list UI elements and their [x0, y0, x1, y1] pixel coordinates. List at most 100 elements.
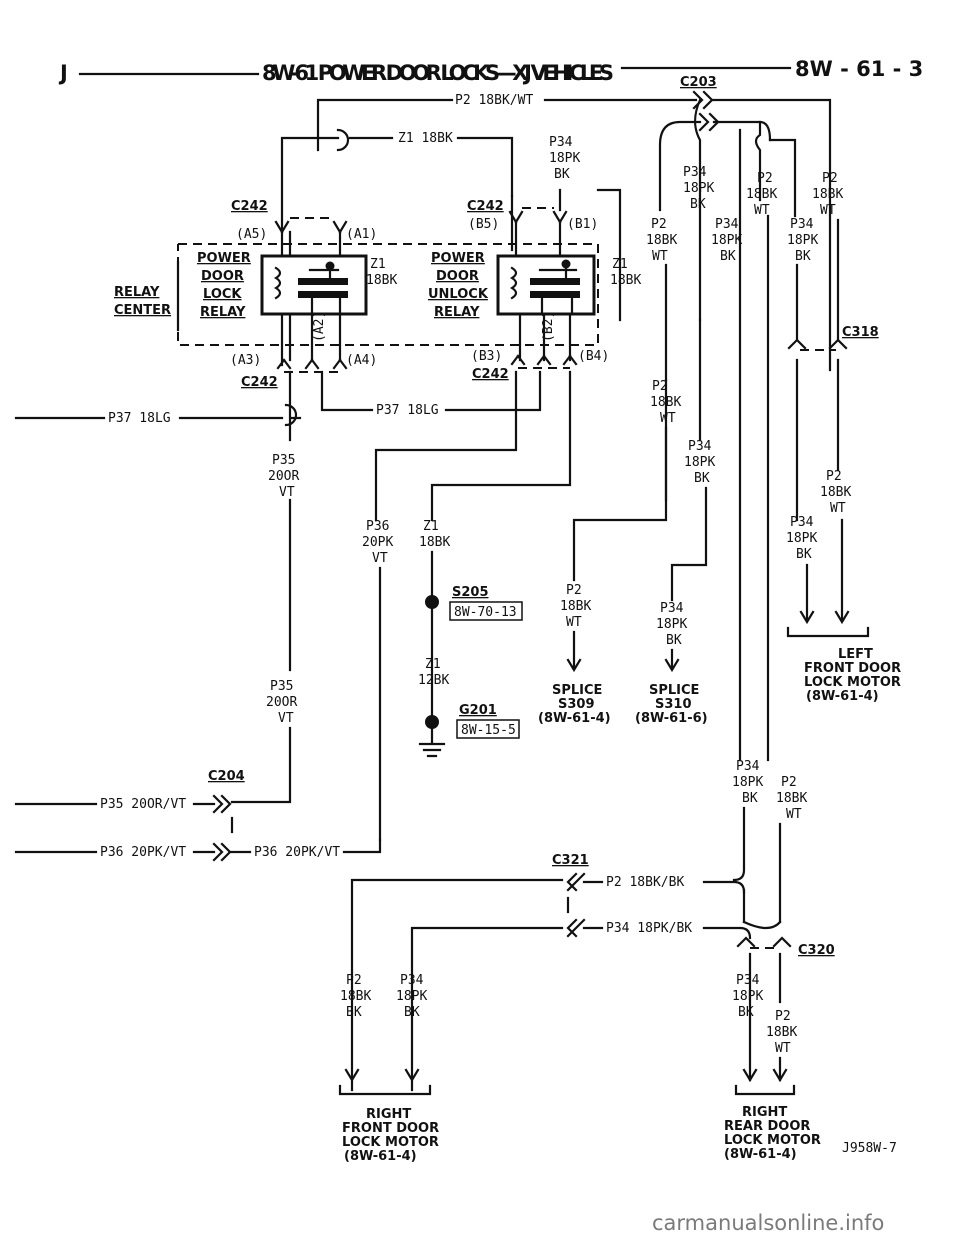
relay-center-label-2: CENTER	[114, 303, 171, 318]
right-vertical-wires	[664, 128, 840, 762]
right-rear-motor-4: (8W-61-4)	[724, 1147, 797, 1162]
wire-p34-g-1: P34	[736, 759, 760, 774]
wire-p34-f-2: 18PK	[656, 617, 687, 632]
wire-p2-right-1: P2	[826, 469, 842, 484]
wire-p35-a-3: VT	[279, 485, 295, 500]
wire-p34-bk: P34 18PK/BK	[606, 921, 692, 936]
wire-p34-i-1: P34	[736, 973, 760, 988]
wire-p34-right-3: BK	[796, 547, 812, 562]
wire-z1-top: Z1 18BK	[398, 131, 453, 146]
wire-p2-i-1: P2	[775, 1009, 791, 1024]
wire-p34-a-1: P34	[549, 135, 573, 150]
wire-p34-c-3: BK	[720, 249, 736, 264]
watermark: carmanualsonline.info	[652, 1211, 884, 1235]
wire-p2-e-1: P2	[652, 379, 668, 394]
wire-p34-c-2: 18PK	[711, 233, 742, 248]
wire-p34-d-3: BK	[795, 249, 811, 264]
connector-c318: C318	[842, 325, 879, 340]
wire-p35-line: P35 20OR/VT	[100, 797, 186, 812]
wire-p34-d-1: P34	[790, 217, 814, 232]
splice-s309-2: S309	[558, 697, 595, 712]
lower-right-wiring: P34 18PK BK P2 18BK WT C321 P2 18BK/BK P…	[338, 759, 897, 1164]
connector-c242-top-left: C242	[231, 199, 268, 214]
wire-p34-c-1: P34	[715, 217, 739, 232]
left-front-motor-4: (8W-61-4)	[806, 689, 879, 704]
wire-p35-b-2: 20OR	[266, 695, 297, 710]
wire-p35-b-3: VT	[278, 711, 294, 726]
figure-id: J958W-7	[842, 1141, 897, 1156]
wire-p34-i-3: BK	[738, 1005, 754, 1020]
wire-p2-g-3: WT	[786, 807, 802, 822]
splice-s205-ref: 8W-70-13	[454, 605, 517, 620]
wire-p2-g-2: 18BK	[776, 791, 807, 806]
ground-g201: G201	[459, 703, 497, 718]
wire-p37-mid: P37 18LG	[376, 403, 439, 418]
wire-p36-a-3: VT	[372, 551, 388, 566]
wire-p34-right-2: 18PK	[786, 531, 817, 546]
left-front-motor-1: LEFT	[838, 647, 873, 662]
wire-z1-c-1: Z1	[423, 519, 439, 534]
wire-p34-f-3: BK	[666, 633, 682, 648]
wire-p34-i-2: 18PK	[732, 989, 763, 1004]
wire-p35-a-2: 20OR	[268, 469, 299, 484]
wire-p2-g-1: P2	[781, 775, 797, 790]
right-rear-motor-1: RIGHT	[742, 1105, 787, 1120]
wire-p36-line: P36 20PK/VT	[100, 845, 186, 860]
wire-p2-bk: P2 18BK/BK	[606, 875, 684, 890]
page-ref: 8W - 61 - 3	[795, 57, 923, 81]
splice-s205: S205	[452, 585, 489, 600]
wire-p34-h-1: P34	[400, 973, 424, 988]
right-rear-motor-3: LOCK MOTOR	[724, 1133, 821, 1148]
wire-p2-h-3: BK	[346, 1005, 362, 1020]
pin-a2: (A2)	[312, 311, 327, 342]
section-letter: J	[58, 61, 68, 85]
wire-p2-h-1: P2	[346, 973, 362, 988]
wire-p2-f-2: 18BK	[560, 599, 591, 614]
wire-z1-d-1: Z1	[425, 657, 441, 672]
unlock-relay: POWER DOOR UNLOCK RELAY Z1 18BK (B2)	[428, 188, 641, 362]
pin-b3: (B3)	[471, 349, 502, 364]
wire-p34-b-1: P34	[683, 165, 707, 180]
wire-p2-e-2: 18BK	[650, 395, 681, 410]
wire-p34-f-1: P34	[660, 601, 684, 616]
wire-p2-top: P2 18BK/WT	[455, 93, 533, 108]
wire-p34-h-2: 18PK	[396, 989, 427, 1004]
wire-p2-right-2: 18BK	[820, 485, 851, 500]
splice-s310-3: (8W-61-6)	[635, 711, 708, 726]
splices-ground: S205 8W-70-13 Z1 12BK G201 8W-15-5 P2 18…	[418, 583, 708, 758]
wire-p35-a-1: P35	[272, 453, 295, 468]
wire-p2-d-1: P2	[651, 217, 667, 232]
right-front-motor-2: FRONT DOOR	[342, 1121, 439, 1136]
lock-relay: POWER DOOR LOCK RELAY Z1 18BK (A2)	[197, 230, 397, 362]
right-front-motor-4: (8W-61-4)	[344, 1149, 417, 1164]
wire-z1-unlock-2: 18BK	[610, 273, 641, 288]
connector-c242-bot-right: C242	[472, 367, 509, 382]
splice-s309-3: (8W-61-4)	[538, 711, 611, 726]
wire-p34-a-2: 18PK	[549, 151, 580, 166]
wire-p36-line2: P36 20PK/VT	[254, 845, 340, 860]
wire-p34-b-3: BK	[690, 197, 706, 212]
wire-p34-e-1: P34	[688, 439, 712, 454]
wire-p2-i-3: WT	[775, 1041, 791, 1056]
wire-z1-c-2: 18BK	[419, 535, 450, 550]
pin-b4: (B4)	[578, 349, 609, 364]
wire-p2-c-2: 18BK	[812, 187, 843, 202]
wire-p34-b-2: 18PK	[683, 181, 714, 196]
connector-c320: C320	[798, 943, 835, 958]
wire-p2-d-2: 18BK	[646, 233, 677, 248]
right-rear-motor-2: REAR DOOR	[724, 1119, 810, 1134]
wire-p2-b-1: P2	[757, 171, 773, 186]
connector-c203: C203	[680, 75, 717, 90]
wire-z1-d-2: 12BK	[418, 673, 449, 688]
lower-left-wiring: P35 20OR VT C204 P35 20OR/VT P36 20PK/VT…	[14, 679, 382, 862]
wire-p2-b-3: WT	[754, 203, 770, 218]
wire-p36-a-2: 20PK	[362, 535, 393, 550]
relay-center: RELAY CENTER C242 C242 (A5) (A1) (B5) (B…	[114, 188, 641, 390]
wire-p2-b-2: 18BK	[746, 187, 777, 202]
top-right-labels: P34 18PK BK P34 18PK BK P2 18BK WT P2 18…	[549, 135, 843, 264]
unlock-relay-label-4: RELAY	[434, 305, 480, 320]
right-front-motor-1: RIGHT	[366, 1107, 411, 1122]
pin-a1: (A1)	[346, 227, 377, 242]
wire-p2-d-3: WT	[652, 249, 668, 264]
